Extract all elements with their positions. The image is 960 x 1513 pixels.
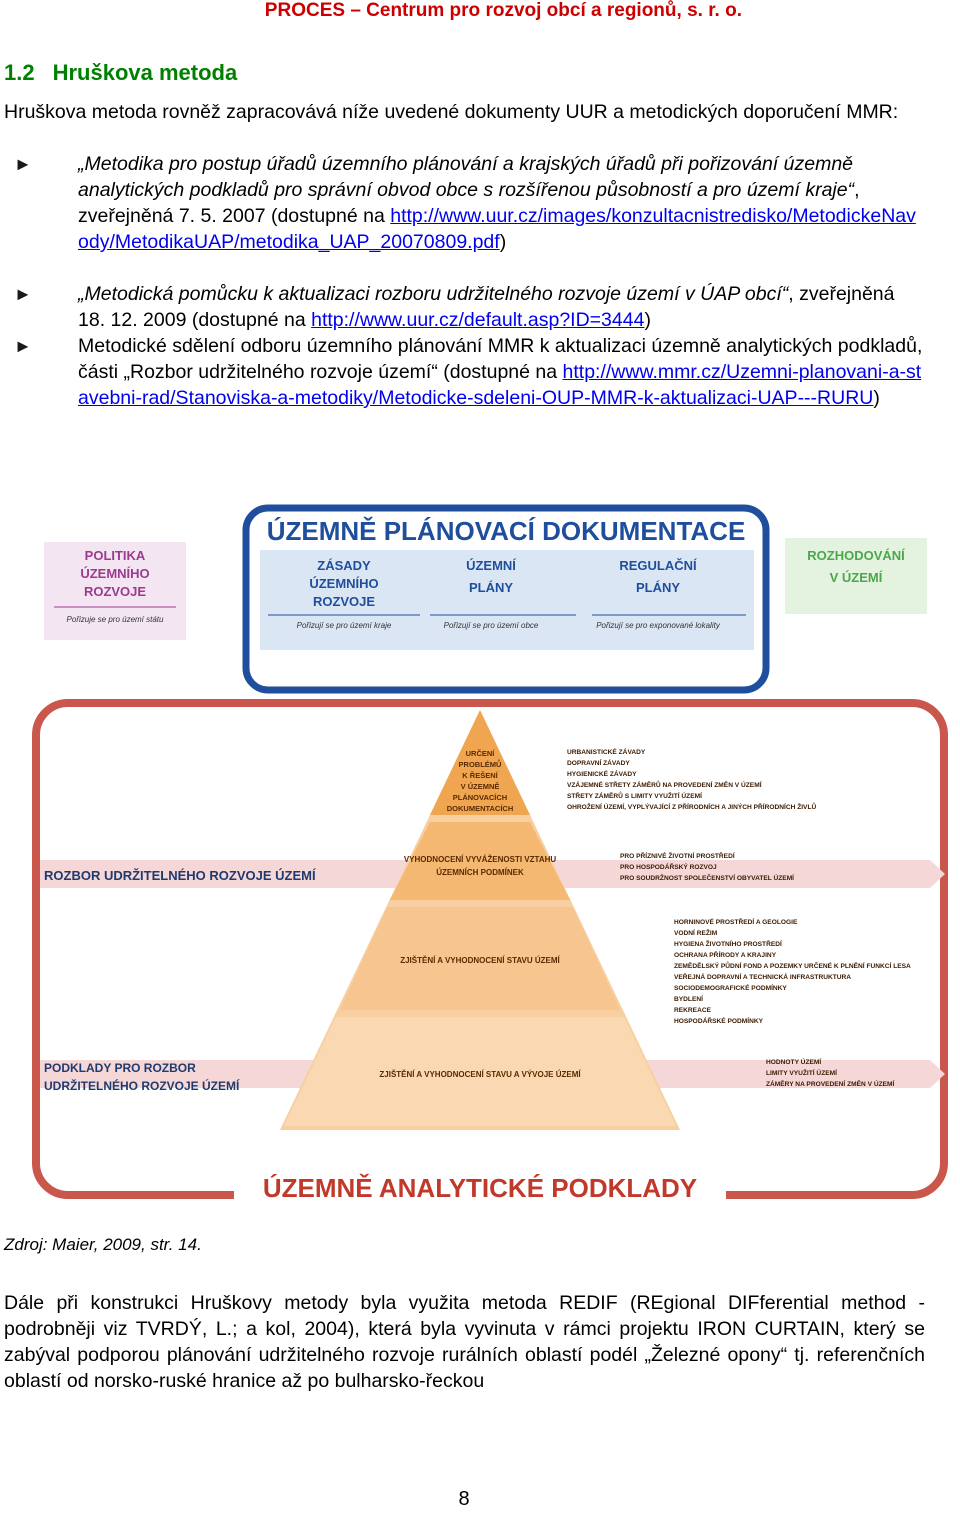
rur-label: ROZBOR UDRŽITELNÉHO ROZVOJE ÚZEMÍ	[44, 868, 316, 883]
list-item: HYGIENICKÉ ZÁVADY	[567, 769, 637, 778]
list-item: HYGIENA ŽIVOTNÍHO PROSTŘEDÍ	[674, 939, 782, 948]
list-item: LIMITY VYUŽITÍ ÚZEMÍ	[766, 1068, 837, 1077]
figure-source: Zdroj: Maier, 2009, str. 14.	[4, 1235, 202, 1254]
section-heading: 1.2 Hruškova metoda	[4, 60, 237, 86]
running-header: PROCES – Centrum pro rozvoj obcí a regio…	[264, 0, 742, 21]
uap-title: ÚZEMNĚ ANALYTICKÉ PODKLADY	[263, 1173, 697, 1203]
pur-box	[44, 542, 186, 640]
bullet-detail: , zveřejněná 7. 5. 2007 (dostupné na	[78, 179, 860, 227]
zur-title-2: ÚZEMNÍHO	[309, 576, 378, 591]
rp-title-1: REGULAČNÍ	[619, 558, 697, 573]
planning-diagram: ÚZEMNĚ PLÁNOVACÍ DOKUMENTACE POLITIKA ÚZ…	[32, 504, 948, 1214]
list-item: REKREACE	[674, 1007, 712, 1014]
list-item: OCHRANA PŘÍRODY A KRAJINY	[674, 950, 777, 959]
podklady-label-1: PODKLADY PRO ROZBOR	[44, 1061, 196, 1075]
pyramid-tier-4	[284, 1017, 676, 1126]
bullet-title: „Metodika pro postup úřadů územního plán…	[78, 153, 855, 201]
rozhodovani-title-1: ROZHODOVÁNÍ	[807, 548, 905, 563]
list-item: VODNÍ REŽIM	[674, 928, 718, 937]
list-item: ZÁMĚRY NA PROVEDENÍ ZMĚN V ÚZEMÍ	[766, 1079, 895, 1088]
zur-note: Pořizují se pro území kraje	[297, 621, 392, 630]
bullet-link[interactable]: http://www.uur.cz/default.asp?ID=3444	[311, 309, 645, 331]
right-list-3: HORNINOVÉ PROSTŘEDÍ A GEOLOGIE VODNÍ REŽ…	[674, 917, 911, 1025]
bullet-detail: (dostupné na	[437, 361, 563, 383]
pyramid-tier-1-line-4: V ÚZEMNĚ	[461, 782, 500, 791]
pur-title-2: ÚZEMNÍHO	[80, 566, 149, 581]
bullet-arrow-icon: ►	[14, 336, 32, 356]
bullet-arrow-icon: ►	[14, 284, 32, 304]
list-item: SOCIODEMOGRAFICKÉ PODMÍNKY	[674, 983, 787, 992]
zur-title-3: ROZVOJE	[313, 594, 375, 609]
section-number: 1.2	[4, 60, 35, 85]
section-title: Hruškova metoda	[52, 60, 238, 85]
list-item: PRO SOUDRŽNOST SPOLEČENSTVÍ OBYVATEL ÚZE…	[620, 873, 794, 882]
bullet-arrow-icon: ►	[14, 154, 32, 174]
list-item: ZEMĚDĚLSKÝ PŮDNÍ FOND A POZEMKY URČENÉ K…	[674, 960, 911, 970]
pur-title-3: ROZVOJE	[84, 584, 146, 599]
list-item: BYDLENÍ	[674, 994, 703, 1003]
bullet-link[interactable]: http://www.mmr.cz/Uzemni-planovani-a-sta…	[78, 361, 922, 409]
rp-note: Pořizují se pro exponované lokality	[596, 621, 721, 630]
right-list-2: PRO PŘÍZNIVÉ ŽIVOTNÍ PROSTŘEDÍ PRO HOSPO…	[620, 851, 794, 882]
pyramid-tier-1-line-1: URČENÍ	[466, 749, 496, 758]
up-title-1: ÚZEMNÍ	[466, 558, 516, 573]
pyramid-tier-3	[340, 907, 620, 1010]
bullet-title: „Metodická pomůcku k aktualizaci rozboru…	[78, 283, 789, 305]
bullet-detail: , zveřejněná 18. 12. 2009 (dostupné na	[78, 283, 895, 331]
zur-box	[260, 550, 428, 650]
upd-frame	[242, 504, 770, 694]
upd-title: ÚZEMNĚ PLÁNOVACÍ DOKUMENTACE	[267, 516, 746, 546]
bullet-item: ► „Metodika pro postup úřadů územního pl…	[4, 151, 925, 255]
list-item: VZÁJEMNÉ STŘETY ZÁMĚRŮ NA PROVEDENÍ ZMĚN…	[567, 779, 762, 789]
list-item: OHROŽENÍ ÚZEMÍ, VYPLÝVAJÍCÍ Z PŘÍRODNÍCH…	[567, 801, 816, 811]
up-box	[422, 550, 584, 650]
pyramid-tier-4-line-1: ZJIŠTĚNÍ A VYHODNOCENÍ STAVU A VÝVOJE ÚZ…	[379, 1070, 581, 1079]
right-list-1: URBANISTICKÉ ZÁVADY DOPRAVNÍ ZÁVADY HYGI…	[567, 747, 816, 811]
bullet-item: ► „Metodická pomůcku k aktualizaci rozbo…	[4, 281, 925, 333]
pyramid-tier-1-line-5: PLÁNOVACÍCH	[453, 793, 507, 802]
list-item: PRO HOSPODÁŘSKÝ ROZVOJ	[620, 862, 717, 871]
pyramid-tier-1	[430, 710, 530, 815]
rp-box	[584, 550, 754, 650]
pyramid-tier-1-line-6: DOKUMENTACÍCH	[447, 804, 514, 813]
pyramid-tier-1-line-3: K ŘEŠENÍ	[462, 771, 498, 780]
list-item: DOPRAVNÍ ZÁVADY	[567, 758, 630, 767]
up-title-2: PLÁNY	[469, 580, 513, 595]
list-item: STŘETY ZÁMĚRŮ S LIMITY VYUŽITÍ ÚZEMÍ	[567, 790, 702, 800]
list-item: VEŘEJNÁ DOPRAVNÍ A TECHNICKÁ INFRASTRUKT…	[674, 972, 851, 981]
bullet-tail: )	[644, 309, 651, 331]
pyramid-tier-3-line-1: ZJIŠTĚNÍ A VYHODNOCENÍ STAVU ÚZEMÍ	[400, 956, 560, 965]
uap-title-bg	[234, 1158, 726, 1214]
pyramid-tier-1-line-2: PROBLÉMŮ	[459, 759, 502, 769]
bullet-link[interactable]: http://www.uur.cz/images/konzultacnistre…	[78, 205, 916, 253]
right-list-4: HODNOTY ÚZEMÍ LIMITY VYUŽITÍ ÚZEMÍ ZÁMĚR…	[766, 1057, 895, 1088]
up-note: Pořizují se pro území obce	[444, 621, 539, 630]
bullet-tail: )	[873, 387, 880, 409]
pyramid-tier-2-line-2: ÚZEMNÍCH PODMÍNEK	[436, 868, 524, 877]
zur-title-1: ZÁSADY	[317, 558, 371, 573]
page-number: 8	[458, 1488, 470, 1510]
list-item: HORNINOVÉ PROSTŘEDÍ A GEOLOGIE	[674, 917, 798, 926]
bullet-title: Metodické sdělení odboru územního plánov…	[78, 335, 923, 383]
bullet-text: „Metodika pro postup úřadů územního plán…	[78, 151, 925, 255]
bullet-tail: )	[499, 231, 507, 253]
closing-paragraph: Dále při konstrukci Hruškovy metody byla…	[4, 1292, 925, 1392]
intro-paragraph: Hruškova metoda rovněž zapracovává níže …	[4, 101, 899, 123]
rozhodovani-title-2: V ÚZEMÍ	[830, 570, 883, 585]
pur-note: Pořizuje se pro území státu	[67, 615, 164, 624]
pur-title-1: POLITIKA	[85, 548, 146, 563]
bullet-text: Metodické sdělení odboru územního plánov…	[78, 333, 925, 411]
list-item: HODNOTY ÚZEMÍ	[766, 1057, 821, 1066]
pyramid-tier-2	[390, 822, 570, 900]
bullet-item: ► Metodické sdělení odboru územního plán…	[4, 333, 925, 411]
pyramid-tier-2-line-1: VYHODNOCENÍ VYVÁŽENOSTI VZTAHU	[404, 855, 557, 864]
bullet-text: „Metodická pomůcku k aktualizaci rozboru…	[78, 281, 925, 333]
rozhodovani-box	[785, 538, 927, 614]
podklady-label-2: UDRŽITELNÉHO ROZVOJE ÚZEMÍ	[44, 1078, 240, 1093]
list-item: PRO PŘÍZNIVÉ ŽIVOTNÍ PROSTŘEDÍ	[620, 851, 735, 860]
list-item: HOSPODÁŘSKÉ PODMÍNKY	[674, 1016, 764, 1025]
rp-title-2: PLÁNY	[636, 580, 680, 595]
list-item: URBANISTICKÉ ZÁVADY	[567, 747, 646, 756]
